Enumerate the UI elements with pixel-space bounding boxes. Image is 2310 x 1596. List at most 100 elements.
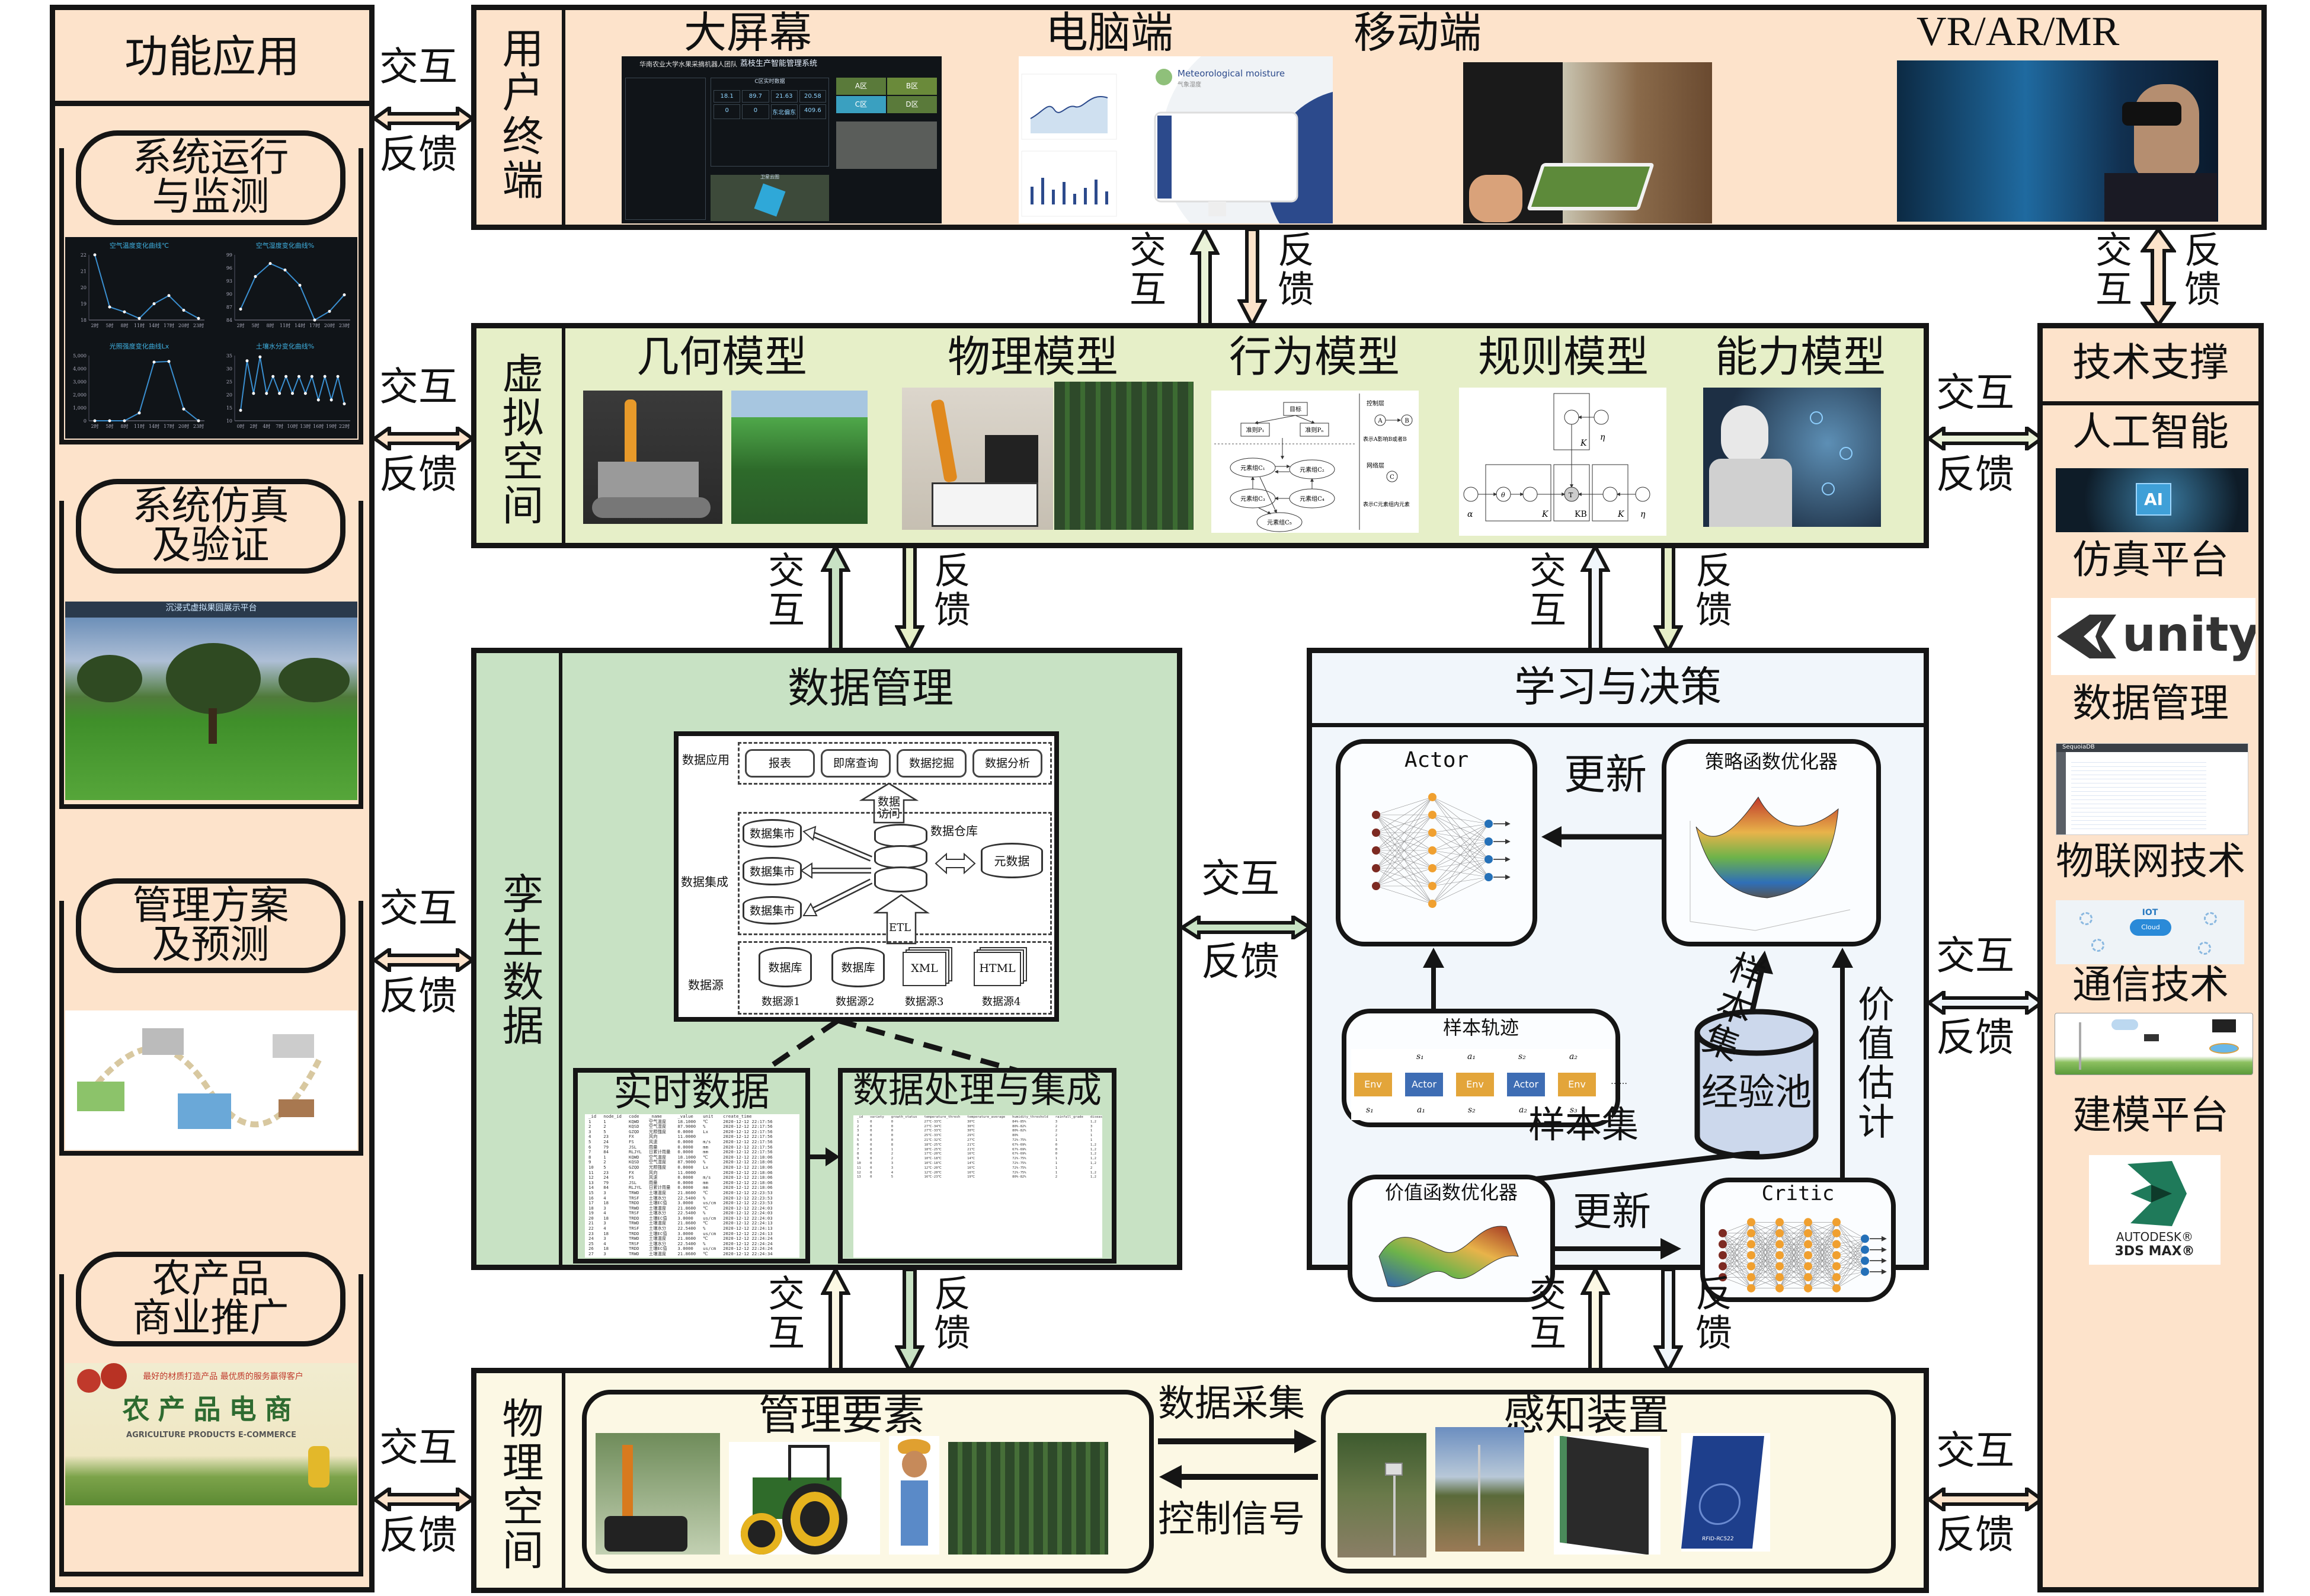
hand-icon [1469,175,1522,222]
bigscreen-aerial-photo [836,121,937,169]
data-warehouse-label: 数据仓库 [930,824,978,838]
bigscreen-panel-title: C区实时数据 [754,79,785,85]
network-node [1747,1284,1755,1293]
x-tick-label: 8时 [120,423,128,429]
network-node [1747,1229,1755,1237]
model-title-geometric: 几何模型 [636,332,808,382]
function-app-header: 功能应用 [50,5,375,107]
table-cell: 0 [870,1124,872,1128]
table-cell: 3.0000 [677,1230,693,1236]
monitor-data-point [239,308,242,311]
table-cell: JSL [628,1179,637,1185]
table-cell: m/s [703,1138,711,1144]
table-cell: 10 [588,1164,594,1170]
bigscreen-zone[interactable]: A区 [836,78,886,95]
table-header-cell: rainfall_grade [1055,1115,1083,1119]
table-cell: ℃ [703,1251,708,1257]
x-tick-label: 7时 [276,423,283,429]
x-tick-label: 17时 [164,423,174,429]
table-cell: 80%-82% [1012,1124,1026,1128]
table-row: 40025℃-33℃29℃80%211,2,3,5,6,7,91,2,6,720… [853,1134,1102,1138]
svg-text:θ: θ [1501,491,1505,499]
table-cell: GZQD [628,1164,639,1170]
table-cell: 0 [870,1152,872,1156]
data-mart-1: 数据集市 [743,819,802,847]
table-cell: 10℃-18℃ [924,1157,942,1161]
actor-network [1372,793,1511,908]
robot-track-icon [604,1516,687,1552]
table-cell: 2020-12-12 22:18:06 [723,1159,773,1165]
table-cell: ℃ [703,1154,708,1160]
table-cell: 2020-12-12 22:23:53 [723,1200,773,1206]
monitor-series-line [94,254,199,319]
arrow-label-feedback: 反馈 [927,551,971,629]
table-cell: 1 [1055,1157,1058,1161]
control-signal-label: 控制信号 [1158,1497,1306,1540]
table-cell: 9 [588,1159,591,1165]
value-optimizer-box: 价值函数优化器 [1348,1175,1555,1302]
arrow-realtime-to-processing [810,1147,840,1166]
module-monitor-label-1: 系统运行 [132,135,289,180]
table-cell: 17℃-20℃ [924,1152,942,1156]
table-cell: 7 [857,1147,859,1152]
monitor-data-point [167,360,171,363]
arrow-label-feedback: 反馈 [379,452,457,497]
pc-headline: Meteorological moisture [1178,68,1285,79]
bigscreen-list-panel [625,78,706,220]
table-cell: 18 [603,1215,609,1221]
network-node [1372,811,1380,819]
module-monitor-pill[interactable]: 系统运行 与监测 [76,130,345,225]
table-cell: 0 [891,1129,894,1133]
actor-label: Actor [1404,748,1469,772]
bigscreen-zone[interactable]: D区 [887,96,937,113]
module-sim-pill[interactable]: 系统仿真 及验证 [76,479,345,574]
data-app-item: 数据挖掘 [897,749,967,778]
module-commerce-pill[interactable]: 农产品 商业推广 [76,1252,345,1346]
tech-item-sim-platform: 仿真平台 [2072,537,2229,583]
table-cell: m/s [703,1175,711,1181]
monitor-data-point [108,419,111,423]
policy-surface-plot [1690,797,1851,931]
x-tick-label: 0时 [236,423,244,429]
sensor-pole-icon [1478,1445,1480,1546]
network-node [1775,1240,1784,1249]
x-tick-label: 14时 [295,322,305,328]
learning-header: 学习与决策 [1312,653,1924,727]
bigscreen-metric: 409.6 [799,104,826,119]
bigscreen-zone[interactable]: B区 [887,78,937,95]
table-cell: RLJYL [628,1149,642,1155]
module-plan-pill[interactable]: 管理方案 及预测 [76,878,345,973]
table-cell: TRDD [628,1200,639,1206]
sensing-devices-box: 感知装置 RFID-RC522 [1321,1390,1896,1573]
x-tick-label: 14时 [149,423,159,429]
table-cell: KQWD [628,1154,639,1160]
weather-pole-icon [2079,1022,2081,1070]
monitor-series-line [95,360,199,421]
bigscreen-zone[interactable]: C区 [836,96,886,113]
monitor-data-point [284,375,288,378]
table-cell: 9 [857,1157,859,1161]
table-cell: us/cm [703,1215,716,1221]
network-node [1747,1240,1755,1249]
table-cell: 雨量 [648,1144,658,1150]
network-node [1804,1240,1812,1249]
table-cell: 0 [870,1170,872,1175]
arrow-twin-physical: 交互 反馈 [762,1268,990,1372]
table-cell: 3 [857,1129,859,1133]
table-cell: TRWD [628,1189,639,1195]
arrow-label-interact: 交互 [1936,933,2014,978]
policy-optimizer-box: 策略函数优化器 [1662,739,1881,946]
table-cell: 6 [857,1143,859,1147]
table-cell: 72%-75% [1012,1166,1026,1170]
table-cell: 0 [891,1138,894,1142]
monitor-data-point [152,302,156,305]
table-cell: TRSF [628,1195,639,1201]
data-warehouse-icon [874,824,927,895]
layer-source [738,941,1052,1015]
arrow-label-feedback: 反馈 [1689,551,1732,629]
